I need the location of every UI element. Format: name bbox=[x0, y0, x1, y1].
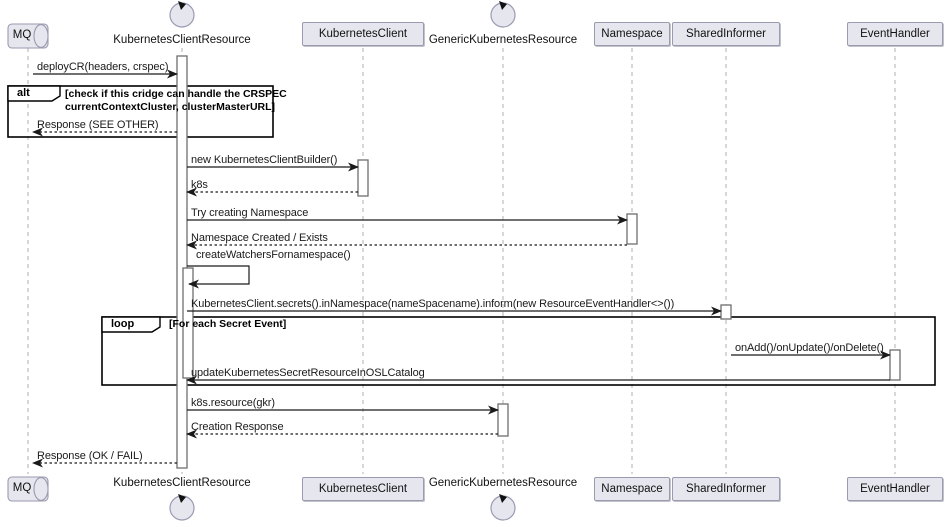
participant-gkr-head[interactable] bbox=[490, 1, 516, 28]
fragment-frame bbox=[101, 316, 936, 386]
fragment-operator-label: loop bbox=[111, 318, 135, 330]
fragment-alt bbox=[7, 85, 274, 138]
fragment-guard-label: [For each Secret Event] bbox=[169, 318, 287, 330]
activation-bar-kcr-0 bbox=[176, 55, 188, 469]
participant-label-mq-head: MQ bbox=[12, 29, 32, 41]
participant-kc-head[interactable]: KubernetesClient bbox=[302, 22, 424, 46]
participant-label-kcr-foot: KubernetesClientResource bbox=[113, 477, 251, 489]
participant-kcr-foot[interactable] bbox=[169, 494, 195, 521]
participant-eh-foot[interactable]: EventHandler bbox=[847, 477, 943, 501]
participant-label-gkr-head: GenericKubernetesResource bbox=[428, 34, 578, 46]
message-label-m7: createWatchersFornamespace() bbox=[196, 249, 351, 261]
message-label-m13: Response (OK / FAIL) bbox=[37, 450, 143, 462]
participant-eh-head[interactable]: EventHandler bbox=[847, 22, 943, 46]
fragment-loop bbox=[101, 316, 936, 386]
fragment-guard-label: [check if this cridge can handle the CRS… bbox=[65, 88, 287, 113]
participant-gkr-foot[interactable] bbox=[490, 494, 516, 521]
activation-bar-ns-3 bbox=[626, 213, 638, 245]
activation-bar-kc-2 bbox=[357, 159, 369, 197]
fragments-group bbox=[7, 85, 936, 386]
participant-label-gkr-foot: GenericKubernetesResource bbox=[428, 477, 578, 489]
participant-si-head[interactable]: SharedInformer bbox=[671, 22, 781, 46]
message-label-m12: Creation Response bbox=[191, 421, 284, 433]
message-label-m2: Response (SEE OTHER) bbox=[37, 119, 159, 131]
activation-bar-eh-5 bbox=[889, 349, 901, 381]
participant-si-foot[interactable]: SharedInformer bbox=[671, 477, 781, 501]
message-label-m9: onAdd()/onUpdate()/onDelete() bbox=[735, 342, 884, 354]
participant-shapes-group bbox=[7, 1, 516, 521]
participant-ns-foot[interactable]: Namespace bbox=[594, 477, 670, 501]
messages-group bbox=[32, 69, 891, 468]
message-label-m10: updateKubernetesSecretResourceInOSLCatal… bbox=[191, 367, 425, 379]
control-arrow-icon bbox=[178, 494, 186, 503]
message-label-m3: new KubernetesClientBuilder() bbox=[191, 154, 338, 166]
queue-end-icon bbox=[33, 24, 49, 48]
control-arrow-icon bbox=[178, 1, 186, 10]
activation-bar-gkr-6 bbox=[497, 403, 509, 437]
message-label-m8: KubernetesClient.secrets().inNamespace(n… bbox=[191, 298, 675, 310]
participant-ns-head[interactable]: Namespace bbox=[594, 22, 670, 46]
control-arrow-icon bbox=[499, 1, 507, 10]
fragment-operator-tab bbox=[101, 316, 161, 333]
queue-end-icon bbox=[33, 477, 49, 501]
message-label-m11: k8s.resource(gkr) bbox=[191, 397, 275, 409]
participant-kcr-head[interactable] bbox=[169, 1, 195, 28]
participant-kc-foot[interactable]: KubernetesClient bbox=[302, 477, 424, 501]
message-label-m4: k8s bbox=[191, 179, 208, 191]
participant-mq-head[interactable] bbox=[7, 23, 49, 49]
fragment-frame bbox=[7, 85, 274, 138]
message-m7 bbox=[187, 265, 250, 289]
message-label-m6: Namespace Created / Exists bbox=[191, 232, 328, 244]
fragment-operator-tab bbox=[7, 85, 61, 102]
participant-label-kcr-head: KubernetesClientResource bbox=[113, 34, 251, 46]
participant-label-mq-foot: MQ bbox=[12, 482, 32, 494]
participant-mq-foot[interactable] bbox=[7, 476, 49, 502]
fragment-operator-label: alt bbox=[17, 87, 30, 99]
activation-bar-si-4 bbox=[720, 304, 732, 320]
control-arrow-icon bbox=[499, 494, 507, 503]
self-message-arrow bbox=[187, 265, 250, 289]
message-label-m5: Try creating Namespace bbox=[191, 207, 309, 219]
activations-group bbox=[176, 55, 901, 469]
message-label-m1: deployCR(headers, crspec) bbox=[37, 61, 169, 73]
